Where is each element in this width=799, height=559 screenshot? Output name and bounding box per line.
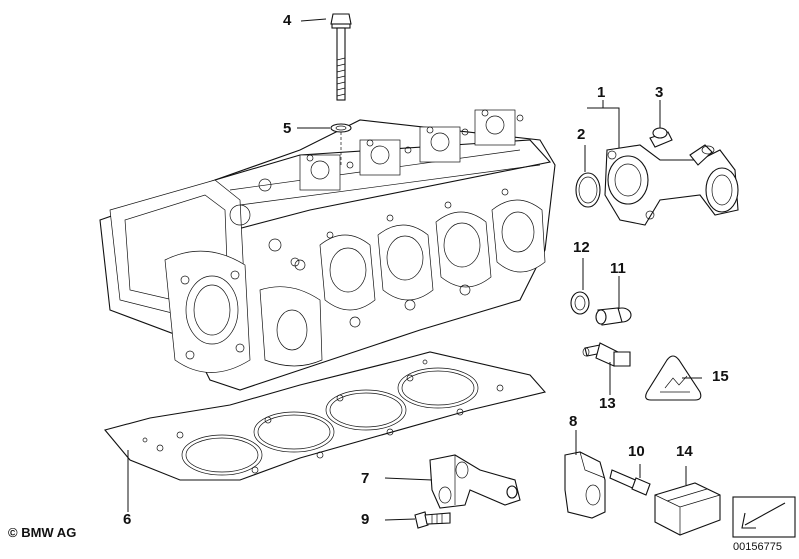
callout-13: 13 — [599, 395, 616, 412]
leader-lines — [127, 18, 702, 521]
sensor-bracket — [564, 451, 606, 519]
bolt-washer — [330, 123, 352, 133]
bracket-screw — [609, 469, 651, 496]
flange-screw — [649, 127, 673, 148]
callout-9: 9 — [361, 511, 370, 528]
callout-7: 7 — [361, 470, 370, 487]
callout-5: 5 — [283, 120, 292, 137]
parts-package — [654, 482, 721, 536]
bracket-bolt — [414, 511, 451, 529]
callout-14: 14 — [676, 443, 693, 460]
seal-ring — [570, 291, 590, 315]
callout-4: 4 — [283, 12, 292, 29]
callout-3: 3 — [655, 84, 664, 101]
callout-12: 12 — [573, 239, 590, 256]
head-gasket — [104, 351, 547, 481]
callout-10: 10 — [628, 443, 645, 460]
callout-6: 6 — [123, 511, 132, 528]
mounting-bracket — [429, 454, 521, 509]
head-bolt — [330, 13, 352, 101]
o-ring — [575, 172, 601, 208]
temperature-sensor — [582, 342, 631, 367]
callout-2: 2 — [577, 126, 586, 143]
copyright-notice: © BMW AG — [8, 525, 77, 540]
cylinder-head — [99, 109, 556, 391]
document-id: 00156775 — [733, 541, 782, 553]
callout-8: 8 — [569, 413, 578, 430]
callout-1: 1 — [597, 84, 606, 101]
screw-plug — [595, 307, 632, 326]
warning-label — [645, 355, 702, 401]
coolant-flange — [604, 144, 739, 226]
callout-15: 15 — [712, 368, 729, 385]
callout-11: 11 — [610, 260, 626, 277]
arrow-icon — [732, 496, 796, 538]
